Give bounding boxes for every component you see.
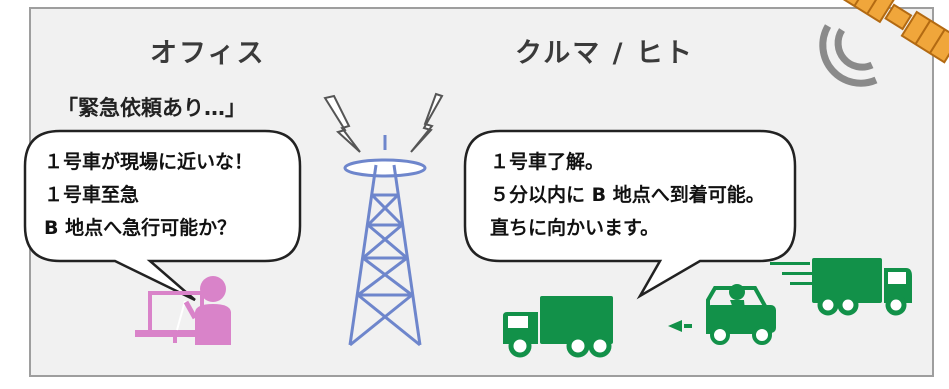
vehicle-message: １号車了解。 ５分以内に B 地点へ到着可能。 直ちに向かいます。 [490,146,765,245]
office-message: １号車が現場に近いな！ １号車至急 B 地点へ急行可能か？ [44,146,253,245]
vehicle-message-line: 直ちに向かいます。 [490,217,660,239]
office-heading: オフィス [150,38,266,69]
vehicle-message-line: ５分以内に B 地点へ到着可能。 [490,184,765,206]
motion-arrow-icon [668,320,692,332]
forklift-icon [706,284,776,345]
signal-right-icon [410,92,444,153]
office-worker-icon [135,276,231,345]
radio-tower-icon [343,135,427,347]
signal-waves-icon [819,24,878,87]
vehicle-speech-bubble [463,129,797,300]
vehicle-message-line: １号車了解。 [490,151,605,173]
office-message-line: １号車が現場に近いな！ [44,151,254,173]
truck-icon-right [770,258,912,316]
office-speech-bubble [23,129,302,302]
satellite-icon [840,0,949,64]
truck-icon-left [503,296,613,358]
office-message-line: B 地点へ急行可能か？ [44,217,237,239]
vehicle-heading: クルマ / ヒト [515,38,694,69]
urgent-request-label: 「緊急依頼あり…」 [57,96,246,120]
office-message-line: １号車至急 [44,184,140,206]
signal-left-icon [323,94,361,153]
